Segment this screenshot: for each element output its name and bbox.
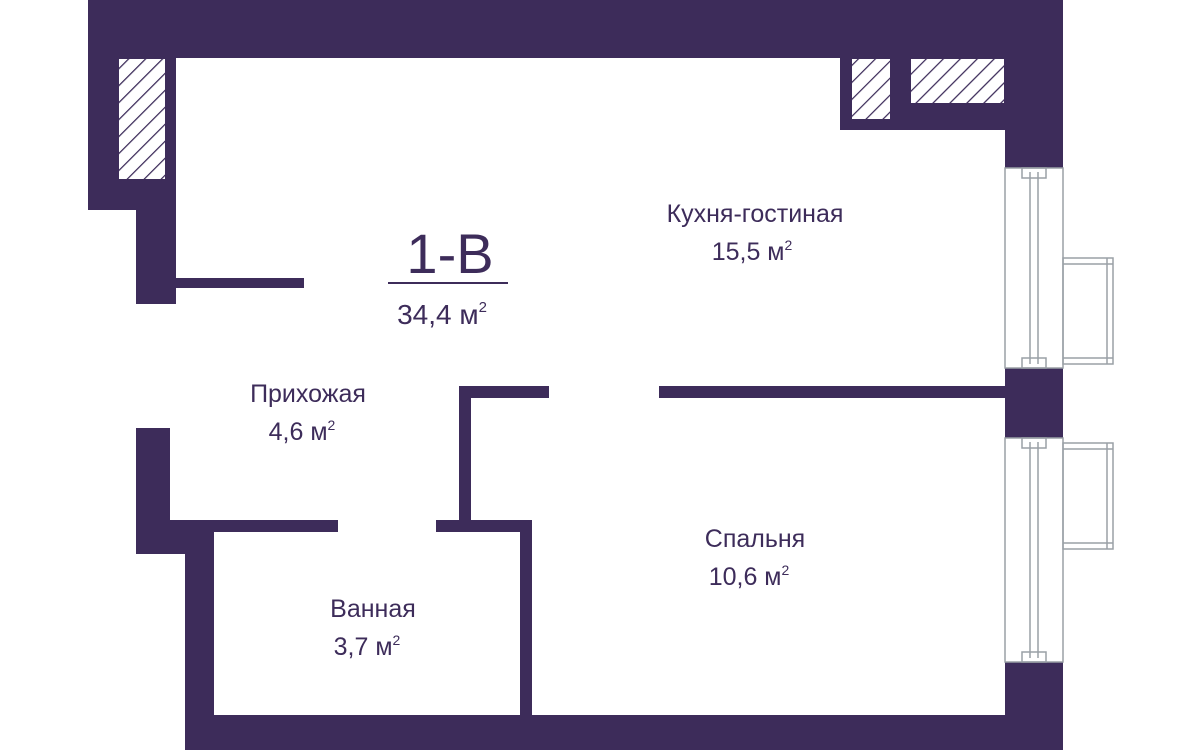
room-area: 10,6 м2 [709, 562, 790, 591]
room-name: Спальня [705, 525, 805, 553]
room-area: 4,6 м2 [269, 417, 336, 446]
window-bedroom [1004, 437, 1114, 663]
windows [1004, 167, 1114, 663]
room-hallway: Прихожая 4,6 м2 [250, 380, 366, 446]
balcony-bedroom [1062, 442, 1114, 550]
ventilation-shafts [117, 57, 1006, 181]
room-bedroom: Спальня 10,6 м2 [705, 525, 805, 591]
wall-right-upper [1005, 0, 1063, 168]
shaft-right-1 [851, 58, 891, 120]
room-name: Кухня-гостиная [667, 200, 844, 228]
wall-hall-stub [170, 278, 304, 288]
wall-bedroom-top-left [459, 386, 549, 398]
top-wall [88, 0, 1063, 58]
shaft-right-2 [910, 58, 1005, 104]
wall-bedroom-left [459, 386, 471, 526]
wall-bath-top-right [436, 520, 532, 532]
room-area: 3,7 м2 [334, 632, 401, 661]
wall-bedroom-top-right [659, 386, 1005, 398]
walls [88, 0, 1063, 750]
wall-right-pier [1005, 368, 1063, 438]
window-kitchen [1004, 167, 1114, 369]
balcony-kitchen [1062, 257, 1114, 365]
room-bathroom: Ванная 3,7 м2 [330, 595, 416, 661]
bottom-wall [185, 715, 1063, 750]
wall-bath-left [185, 520, 214, 750]
wall-bath-right [520, 520, 532, 720]
plan-title: 1-B 34,4 м2 [388, 222, 508, 330]
room-kitchen: Кухня-гостиная 15,5 м2 [667, 200, 844, 266]
shaft-left [118, 58, 166, 180]
room-area: 15,5 м2 [712, 237, 793, 266]
room-name: Ванная [330, 595, 416, 623]
room-name: Прихожая [250, 380, 366, 408]
plan-code: 1-B [406, 222, 493, 285]
total-area: 34,4 м2 [397, 299, 487, 330]
wall-bath-top-left [170, 520, 338, 532]
